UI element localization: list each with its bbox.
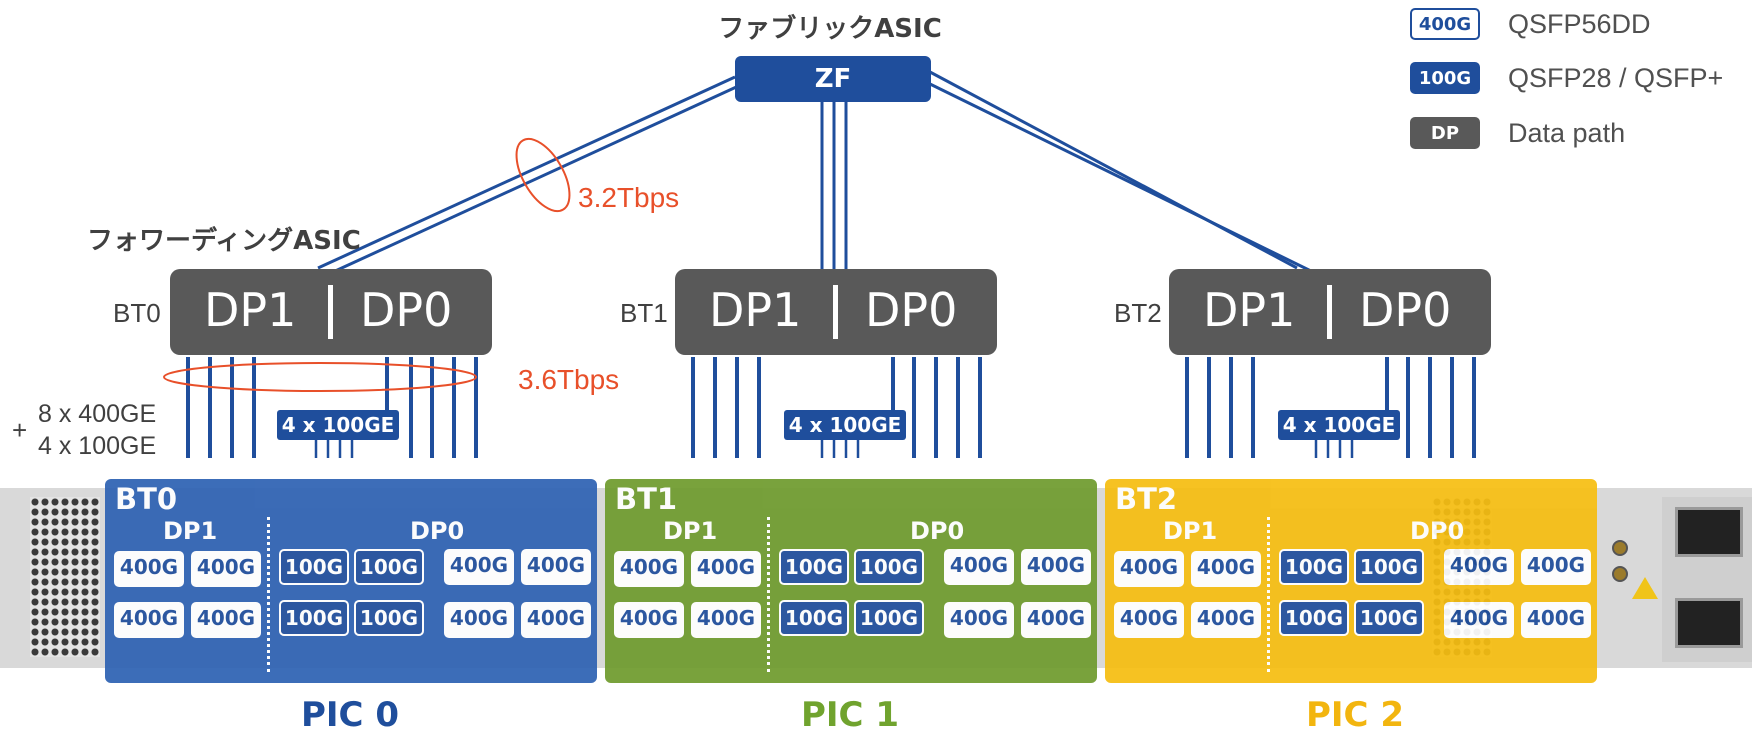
pic-dp0-header: DP0 <box>410 517 465 545</box>
asic-separator <box>1327 285 1332 339</box>
port-400g: 400G <box>614 551 684 587</box>
fabric-asic-title: ファブリックASIC <box>718 14 942 44</box>
port-400g: 400G <box>691 551 761 587</box>
capacity-100ge: 4 x 100GE <box>38 432 157 460</box>
port-400g: 400G <box>1114 551 1184 587</box>
port-100g: 100G <box>779 549 849 585</box>
port-100g: 100G <box>1354 600 1424 636</box>
status-led <box>1612 540 1628 556</box>
port-400g: 400G <box>521 549 591 585</box>
legend-text-qsfp28: QSFP28 / QSFP+ <box>1508 63 1724 93</box>
port-400g: 400G <box>1114 602 1184 638</box>
pic-dp0-header: DP0 <box>1410 517 1465 545</box>
port-400g: 400G <box>1191 551 1261 587</box>
pic-card-0: BT0 DP1 DP0 400G 400G 400G 400G 100G 100… <box>105 479 597 683</box>
port-400g: 400G <box>191 602 261 638</box>
dp-divider <box>267 517 270 672</box>
port-links <box>186 357 1476 458</box>
legend-chip-400g: 400G <box>1410 8 1480 40</box>
port-bandwidth-label: 3.6Tbps <box>518 364 620 395</box>
port-400g: 400G <box>1444 549 1514 585</box>
pic-dp1-header: DP1 <box>163 517 218 545</box>
breakout-group-bt2: 4 x 100GE <box>1278 410 1400 440</box>
port-400g: 400G <box>614 602 684 638</box>
port-400g: 400G <box>944 602 1014 638</box>
status-led <box>1612 566 1628 582</box>
forwarding-asic-bt2: DP1 DP0 <box>1169 269 1491 355</box>
asic-dp0-label: DP0 <box>1359 283 1452 337</box>
port-400g: 400G <box>1521 549 1591 585</box>
breakout-group-bt1: 4 x 100GE <box>784 410 906 440</box>
forwarding-asic-bt0: DP1 DP0 <box>170 269 492 355</box>
port-100g: 100G <box>279 549 349 585</box>
port-400g: 400G <box>1021 602 1091 638</box>
asic-label-bt2: BT2 <box>1114 298 1162 328</box>
management-port <box>1675 598 1743 648</box>
asic-dp0-label: DP0 <box>360 283 453 337</box>
pic-dp1-header: DP1 <box>663 517 718 545</box>
pic-card-2: BT2 DP1 DP0 400G 400G 400G 400G 100G 100… <box>1105 479 1597 683</box>
pic-name-2: PIC 2 <box>1305 695 1404 735</box>
legend-text-data-path: Data path <box>1508 118 1626 148</box>
asic-separator <box>833 285 838 339</box>
port-100g: 100G <box>1354 549 1424 585</box>
port-400g: 400G <box>114 602 184 638</box>
port-bandwidth-marker <box>163 362 477 392</box>
pic-dp0-header: DP0 <box>910 517 965 545</box>
pic-dp1-header: DP1 <box>1163 517 1218 545</box>
dp-divider <box>1267 517 1270 672</box>
forwarding-asic-bt1: DP1 DP0 <box>675 269 997 355</box>
port-400g: 400G <box>1521 602 1591 638</box>
fabric-links <box>317 70 1314 274</box>
port-400g: 400G <box>114 551 184 587</box>
asic-dp1-label: DP1 <box>709 283 802 337</box>
legend-chip-dp: DP <box>1410 117 1480 149</box>
fabric-bandwidth-label: 3.2Tbps <box>578 182 680 213</box>
capacity-400ge: 8 x 400GE <box>38 400 157 428</box>
port-400g: 400G <box>944 549 1014 585</box>
port-400g: 400G <box>444 549 514 585</box>
pic-bt-label: BT2 <box>1115 482 1178 516</box>
port-100g: 100G <box>854 600 924 636</box>
capacity-plus: + <box>12 415 28 445</box>
port-400g: 400G <box>444 602 514 638</box>
warning-icon <box>1632 577 1658 599</box>
asic-dp0-label: DP0 <box>865 283 958 337</box>
port-400g: 400G <box>691 602 761 638</box>
breakout-links <box>314 440 1354 458</box>
pic-bt-label: BT1 <box>615 482 678 516</box>
port-400g: 400G <box>521 602 591 638</box>
port-100g: 100G <box>854 549 924 585</box>
asic-label-bt1: BT1 <box>620 298 668 328</box>
chassis-vent <box>30 497 100 657</box>
forwarding-asic-title: フォワーディングASIC <box>87 226 361 256</box>
pic-bt-label: BT0 <box>115 482 178 516</box>
asic-separator <box>328 285 333 339</box>
port-100g: 100G <box>779 600 849 636</box>
legend-chip-100g: 100G <box>1410 62 1480 94</box>
fabric-bandwidth-marker <box>515 137 571 213</box>
port-100g: 100G <box>354 549 424 585</box>
port-100g: 100G <box>279 600 349 636</box>
asic-dp1-label: DP1 <box>204 283 297 337</box>
port-400g: 400G <box>1444 602 1514 638</box>
port-400g: 400G <box>191 551 261 587</box>
pic-name-0: PIC 0 <box>300 695 399 735</box>
dp-divider <box>767 517 770 672</box>
asic-label-bt0: BT0 <box>113 298 161 328</box>
breakout-group-bt0: 4 x 100GE <box>277 410 399 440</box>
port-100g: 100G <box>1279 549 1349 585</box>
port-400g: 400G <box>1021 549 1091 585</box>
management-port <box>1675 507 1743 557</box>
pic-card-1: BT1 DP1 DP0 400G 400G 400G 400G 100G 100… <box>605 479 1097 683</box>
port-100g: 100G <box>1279 600 1349 636</box>
port-100g: 100G <box>354 600 424 636</box>
asic-dp1-label: DP1 <box>1203 283 1296 337</box>
port-400g: 400G <box>1191 602 1261 638</box>
fabric-asic-chip: ZF <box>735 56 931 102</box>
legend-text-qsfp56dd: QSFP56DD <box>1508 9 1651 39</box>
pic-name-1: PIC 1 <box>800 695 899 735</box>
